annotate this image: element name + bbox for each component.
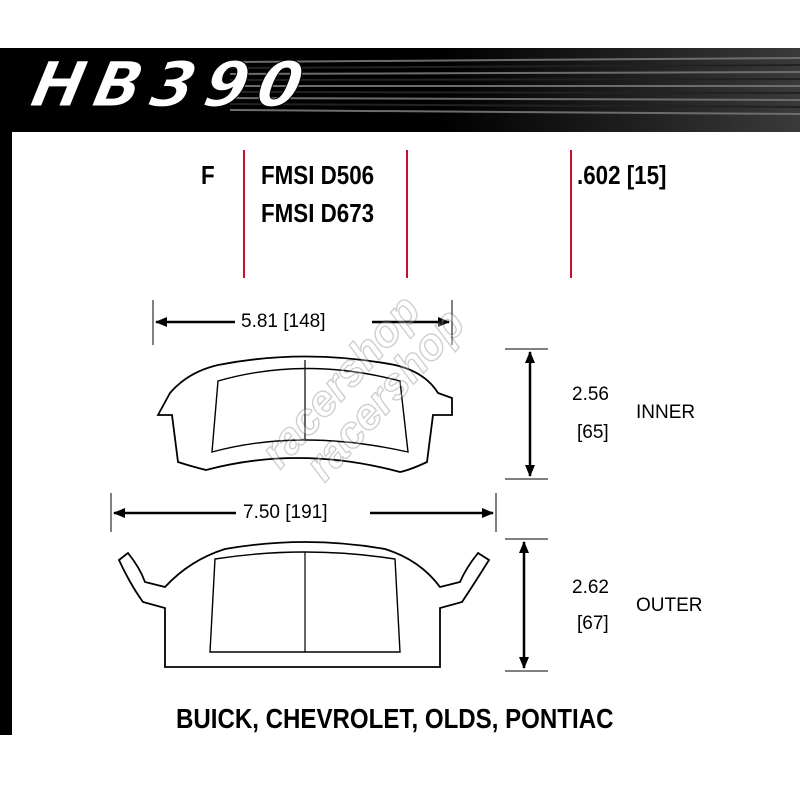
outer-pad-friction (209, 551, 401, 653)
left-border (0, 130, 12, 735)
inner-height-in: 2.56 (572, 384, 609, 405)
inner-pad-outline (156, 355, 453, 473)
inner-height-mm: [65] (577, 422, 609, 443)
position-code: F (201, 160, 215, 190)
fmsi-code-1: FMSI D506 (261, 160, 375, 190)
watermark: racershop racershop (250, 285, 475, 491)
inner-label: INNER (636, 402, 696, 423)
thickness-value: .602 [15] (577, 160, 667, 190)
outer-width-label: 7.50 [191] (243, 502, 328, 523)
header-bar (0, 48, 800, 132)
outer-height-mm: [67] (577, 613, 609, 634)
vehicle-applications: BUICK, CHEVROLET, OLDS, PONTIAC (176, 703, 614, 734)
outer-pad-outline (117, 541, 491, 668)
inner-width-label: 5.81 [148] (241, 311, 326, 332)
outer-label: OUTER (636, 595, 703, 616)
fmsi-code-2: FMSI D673 (261, 198, 375, 228)
outer-height-in: 2.62 (572, 577, 609, 598)
inner-pad-friction (211, 367, 409, 453)
